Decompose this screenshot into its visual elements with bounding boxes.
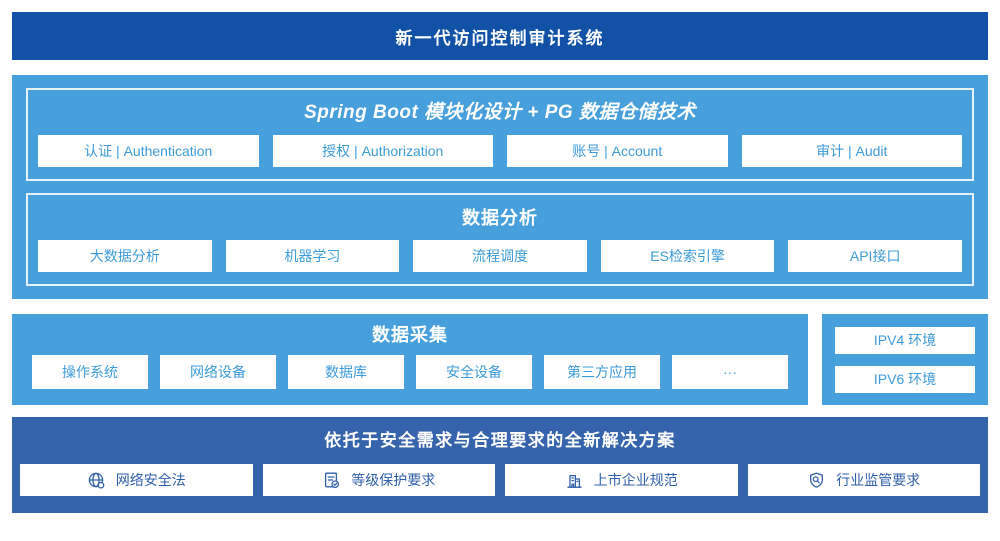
system-title: 新一代访问控制审计系统 bbox=[395, 28, 605, 48]
document-check-icon bbox=[322, 471, 341, 490]
module-label: 流程调度 bbox=[471, 248, 528, 264]
solution-box-cybersecurity-law: 网络安全法 bbox=[20, 464, 253, 496]
building-icon bbox=[565, 471, 584, 490]
solution-box-industry-regulation: 行业监管要求 bbox=[747, 464, 980, 496]
module-label: 操作系统 bbox=[62, 364, 118, 380]
data-collection-title: 数据采集 bbox=[372, 325, 448, 345]
ip-environment-panel: IPV4 环境 IPV6 环境 bbox=[822, 314, 988, 405]
module-label: 认证 | Authentication bbox=[84, 143, 213, 159]
solution-row: 网络安全法 等级保护要求 bbox=[20, 464, 980, 496]
module-box-account: 账号 | Account bbox=[507, 135, 728, 167]
module-box-workflow: 流程调度 bbox=[413, 240, 587, 272]
module-label: 安全设备 bbox=[446, 364, 502, 380]
env-label: IPV4 环境 bbox=[873, 332, 937, 348]
spring-boot-title: Spring Boot 模块化设计 + PG 数据仓储技术 bbox=[304, 102, 696, 123]
module-label: 审计 | Audit bbox=[816, 143, 888, 159]
data-analysis-title: 数据分析 bbox=[462, 208, 538, 228]
module-box-os: 操作系统 bbox=[32, 355, 148, 389]
module-label: 机器学习 bbox=[284, 248, 341, 264]
ipv4-env-box: IPV4 环境 bbox=[835, 326, 975, 354]
system-title-banner: 新一代访问控制审计系统 bbox=[12, 12, 988, 60]
module-box-authentication: 认证 | Authentication bbox=[38, 135, 259, 167]
solution-label: 上市企业规范 bbox=[593, 472, 678, 488]
module-box-authorization: 授权 | Authorization bbox=[272, 135, 493, 167]
solution-label: 行业监管要求 bbox=[836, 472, 921, 488]
collection-module-row: 操作系统 网络设备 数据库 安全设备 第三方应用 ··· bbox=[32, 355, 788, 389]
solution-box-classified-protection: 等级保护要求 bbox=[262, 464, 495, 496]
solution-label: 等级保护要求 bbox=[351, 472, 436, 488]
solution-label: 网络安全法 bbox=[115, 472, 186, 488]
module-box-third-party: 第三方应用 bbox=[544, 355, 660, 389]
spring-boot-subsection: Spring Boot 模块化设计 + PG 数据仓储技术 认证 | Authe… bbox=[26, 88, 974, 181]
solution-title: 依托于安全需求与合理要求的全新解决方案 bbox=[324, 431, 676, 450]
data-collection-section: 数据采集 操作系统 网络设备 数据库 安全设备 第三方应用 ··· bbox=[12, 314, 808, 405]
module-label: 账号 | Account bbox=[572, 143, 663, 159]
env-label: IPV6 环境 bbox=[873, 371, 937, 387]
globe-icon bbox=[87, 471, 106, 490]
module-box-es-search: ES检索引擎 bbox=[600, 240, 775, 272]
module-box-network-device: 网络设备 bbox=[160, 355, 276, 389]
shield-magnifier-icon bbox=[807, 471, 826, 490]
solution-box-listed-company: 上市企业规范 bbox=[505, 464, 738, 496]
module-box-more: ··· bbox=[672, 355, 788, 389]
analysis-module-row: 大数据分析 机器学习 流程调度 ES检索引擎 API接口 bbox=[38, 240, 962, 272]
module-label: 授权 | Authorization bbox=[322, 143, 444, 159]
module-label: 网络设备 bbox=[190, 364, 246, 380]
module-label: 第三方应用 bbox=[567, 364, 637, 380]
ipv6-env-box: IPV6 环境 bbox=[835, 365, 975, 393]
module-label: 数据库 bbox=[325, 364, 367, 380]
solution-section: 依托于安全需求与合理要求的全新解决方案 网络安全法 bbox=[12, 417, 988, 513]
module-label: 大数据分析 bbox=[89, 248, 160, 264]
platform-module-row: 认证 | Authentication 授权 | Authorization 账… bbox=[38, 135, 962, 167]
module-label: ES检索引擎 bbox=[650, 248, 725, 264]
module-box-database: 数据库 bbox=[288, 355, 404, 389]
module-box-security-device: 安全设备 bbox=[416, 355, 532, 389]
module-label: API接口 bbox=[849, 248, 901, 264]
ellipsis-label: ··· bbox=[723, 364, 737, 380]
collection-environment-row: 数据采集 操作系统 网络设备 数据库 安全设备 第三方应用 ··· IPV4 环… bbox=[12, 314, 988, 405]
module-box-audit: 审计 | Audit bbox=[741, 135, 962, 167]
module-box-bigdata: 大数据分析 bbox=[38, 240, 212, 272]
module-box-machine-learning: 机器学习 bbox=[225, 240, 400, 272]
module-box-api: API接口 bbox=[788, 240, 962, 272]
platform-section: Spring Boot 模块化设计 + PG 数据仓储技术 认证 | Authe… bbox=[12, 75, 988, 299]
data-analysis-subsection: 数据分析 大数据分析 机器学习 流程调度 ES检索引擎 API接口 bbox=[26, 193, 974, 286]
